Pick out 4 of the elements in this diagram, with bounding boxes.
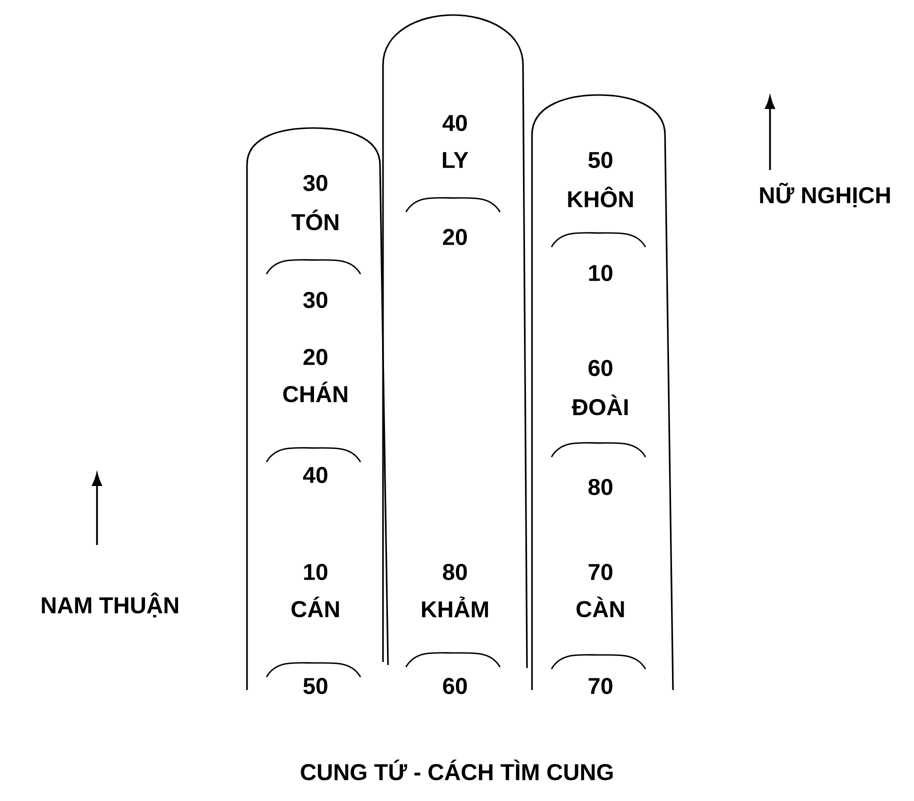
finger-drawing: 50 KHÔN 10 60 ĐOÀI 80 70 CÀN 70: [531, 94, 674, 694]
direction-label: NỮ NGHỊCH: [760, 182, 890, 208]
direction-label: NAM THUẬN: [42, 592, 178, 618]
caption: CUNG TỨ - CÁCH TÌM CUNG: [300, 760, 613, 780]
